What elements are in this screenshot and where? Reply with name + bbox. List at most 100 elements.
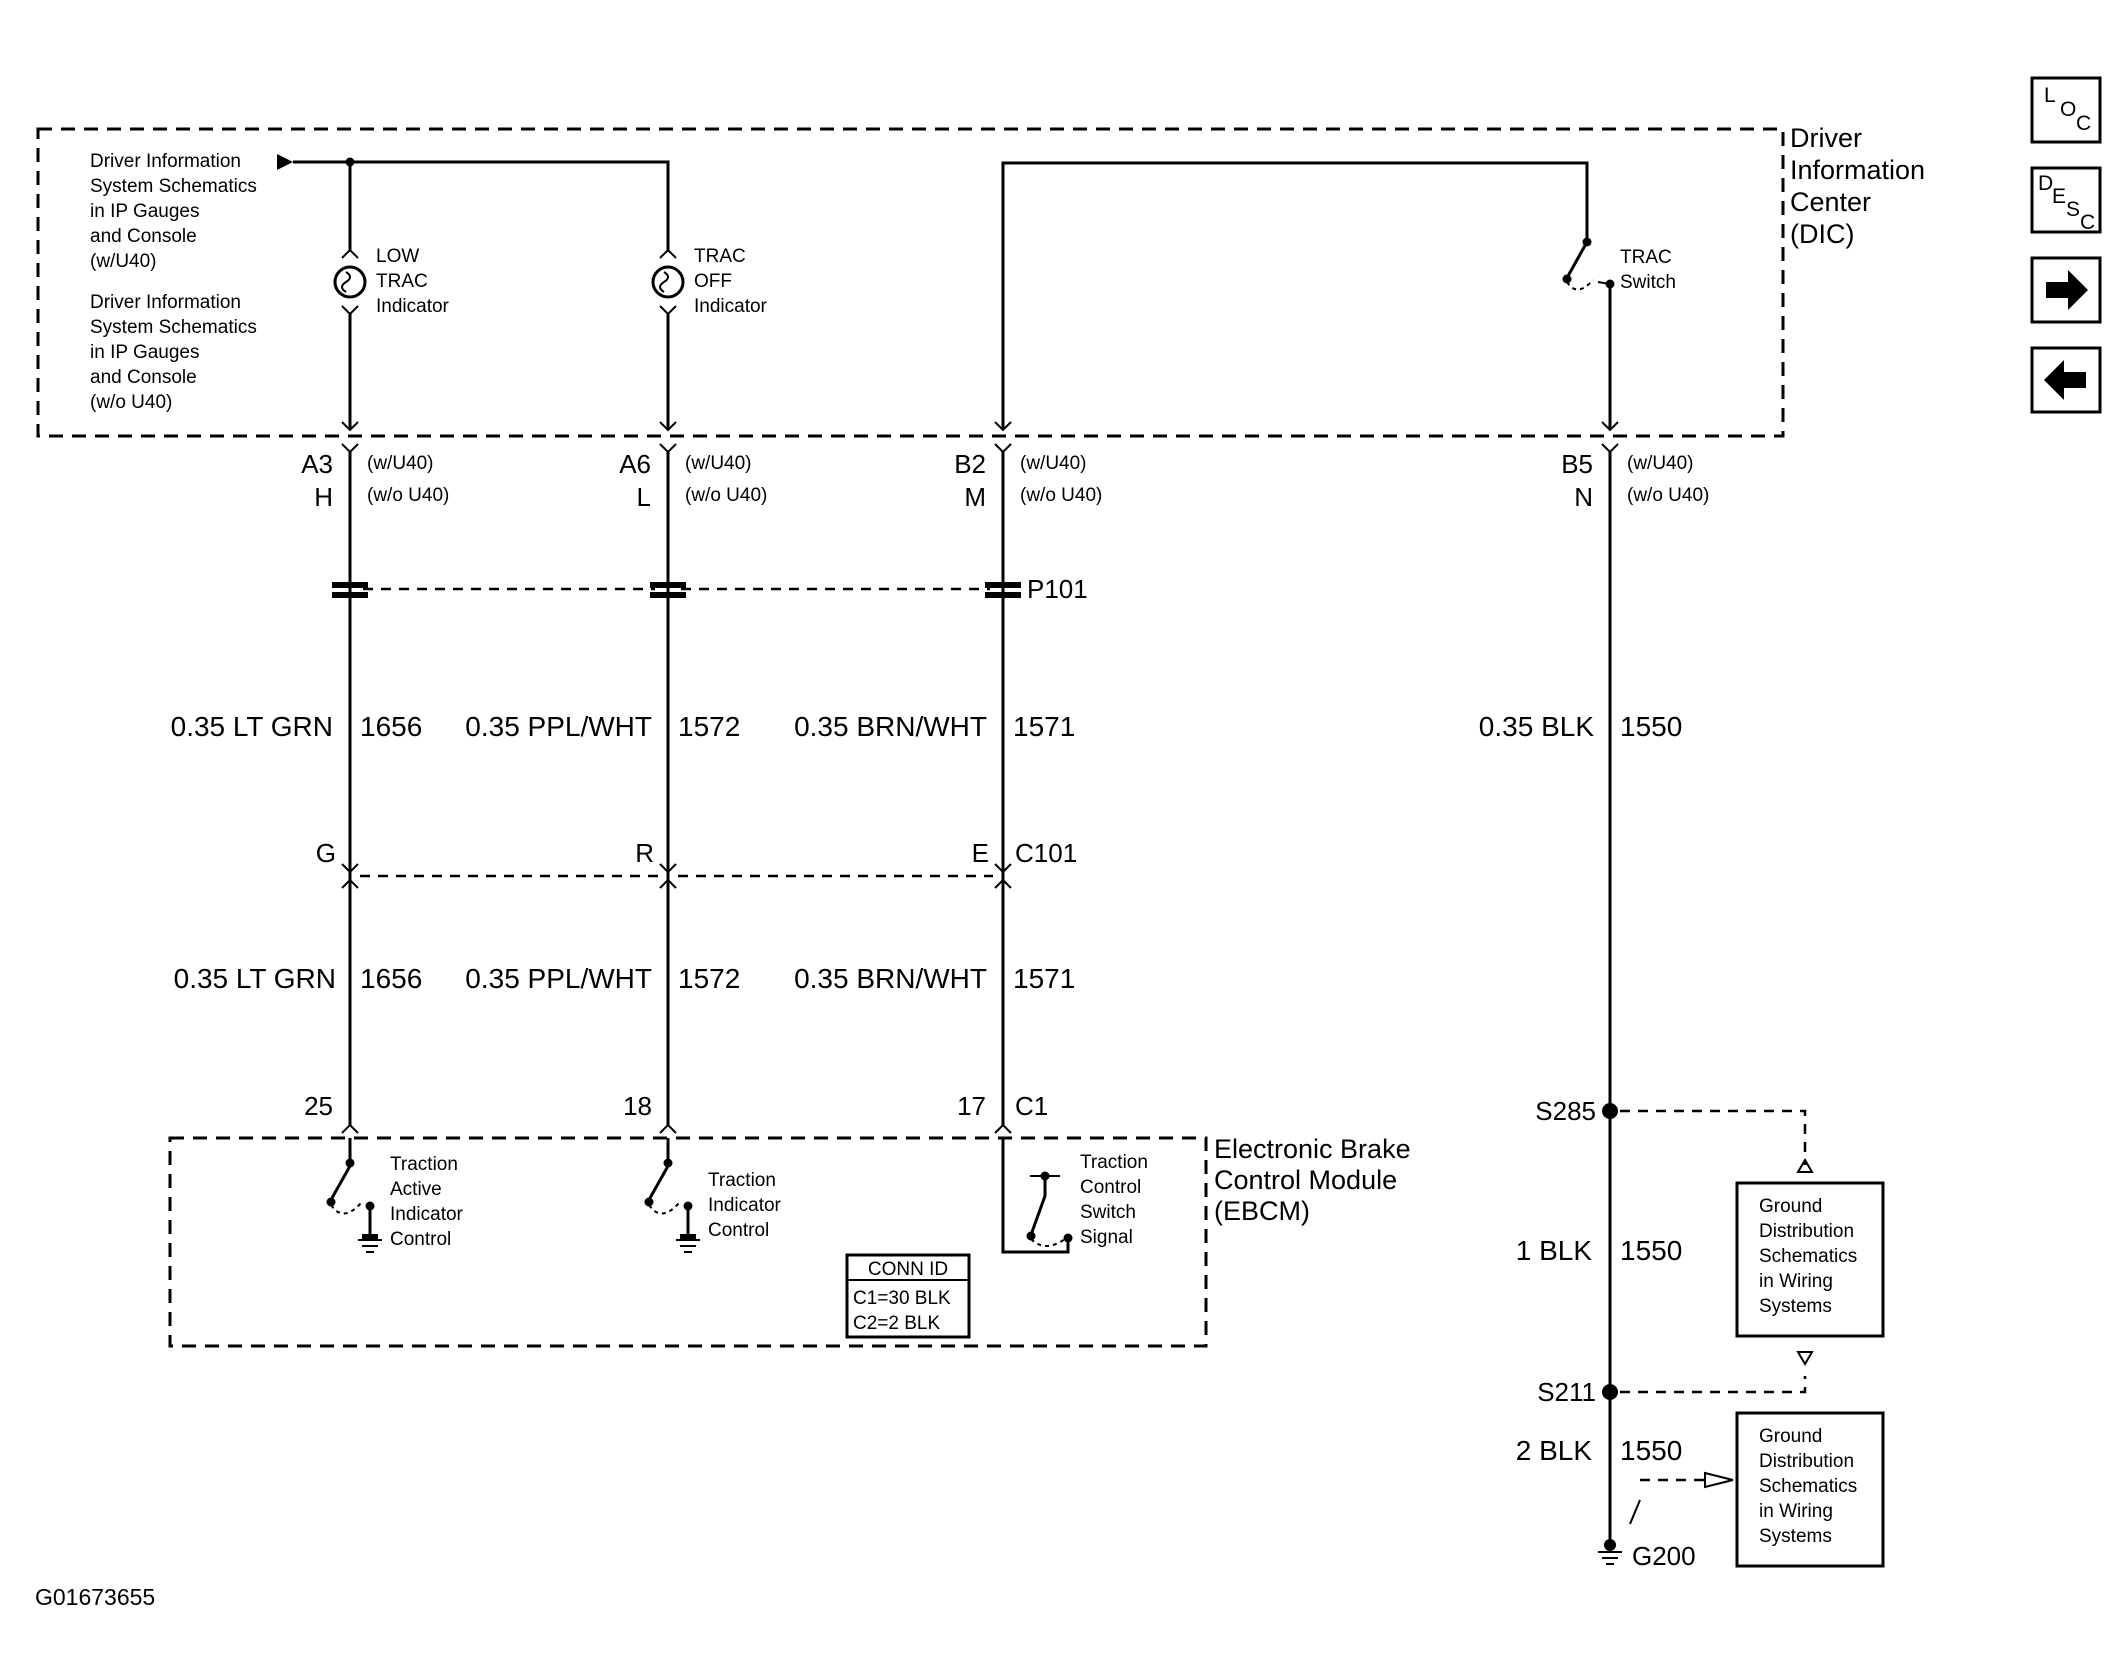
trac-switch: TRAC Switch [1001,161,1676,430]
tac-label-1: Traction [390,1154,458,1175]
low-trac-label-1: LOW [376,246,419,267]
lower-label-1571-circuit: 1571 [1013,963,1075,994]
conn-id-row-2: C2=2 BLK [853,1313,940,1334]
traction-active-indicator-control: Traction Active Indicator Control [326,1138,464,1253]
desc-letter-c: C [2080,211,2095,234]
pin-h-without-label: (w/o U40) [367,485,449,506]
wire-label-1550-color: 0.35 BLK [1479,711,1595,742]
p101-connector: P101 [332,574,1088,604]
dic-reference-with-u40: Driver Information System Schematics in … [90,151,257,272]
trac-off-label-2: OFF [694,271,732,292]
c101-pin-r: R [635,838,654,868]
ref-with-line-2: System Schematics [90,176,257,197]
tcs-label-4: Signal [1080,1227,1133,1248]
traction-indicator-control: Traction Indicator Control [644,1138,782,1253]
trac-switch-label-2: Switch [1620,272,1676,293]
tcs-label-2: Control [1080,1177,1141,1198]
desc-button[interactable]: D E S C [2030,166,2102,234]
c101-pin-g: G [316,838,336,868]
tic-label-1: Traction [708,1170,776,1191]
dic-title-line-1: Driver [1790,123,1862,153]
dic-title-line-2: Information [1790,155,1925,185]
next-page-button[interactable] [2030,256,2102,324]
pin-a6-with-label: (w/U40) [685,453,752,474]
pin-b5-with-label: (w/U40) [1627,453,1694,474]
indicator-bulb-icon [333,265,367,299]
ref-without-line-5: (w/o U40) [90,392,172,413]
gref-upper-4: in Wiring [1759,1271,1833,1292]
ref-with-line-3: in IP Gauges [90,201,200,222]
prev-page-button[interactable] [2030,346,2102,414]
tic-label-2: Indicator [708,1195,782,1216]
desc-letter-d: D [2038,172,2053,195]
wire-label-1572-color: 0.35 PPL/WHT [465,711,652,742]
wire-label-1656-circuit: 1656 [360,711,422,742]
conn-id-row-1: C1=30 BLK [853,1288,951,1309]
pin-h: H [314,482,333,512]
wire-1-blk-circuit: 1550 [1620,1235,1682,1266]
lower-label-1656-circuit: 1656 [360,963,422,994]
tcs-label-1: Traction [1080,1152,1148,1173]
pin-b2: B2 [954,449,986,479]
lower-wire-labels: 0.35 LT GRN 1656 0.35 PPL/WHT 1572 0.35 … [174,963,1076,994]
c101-pin-e: E [972,838,989,868]
figure-id: G01673655 [35,1584,155,1610]
ref-with-line-1: Driver Information [90,151,241,172]
pin-m-without-label: (w/o U40) [1020,485,1102,506]
circuit-wires [348,452,1612,1545]
lower-label-1572-color: 0.35 PPL/WHT [465,963,652,994]
g200-label: G200 [1632,1541,1696,1571]
gref-upper-3: Schematics [1759,1246,1857,1267]
c101-connector: G R E C101 [316,838,1077,889]
wire-label-1571-color: 0.35 BRN/WHT [794,711,987,742]
dic-reference-without-u40: Driver Information System Schematics in … [90,292,257,413]
low-trac-label-3: Indicator [376,296,450,317]
pin-n: N [1574,482,1593,512]
gref-upper-1: Ground [1759,1196,1822,1217]
pin-a3-with-label: (w/U40) [367,453,434,474]
desc-letter-s: S [2066,198,2080,221]
dic-title: Driver Information Center (DIC) [1790,123,1925,249]
trac-switch-label-1: TRAC [1620,247,1672,268]
ground-reference-box-upper: Ground Distribution Schematics in Wiring… [1735,1181,1885,1338]
ebcm-pin-25: 25 [304,1091,333,1121]
splice-s211 [1602,1384,1618,1400]
dic-title-line-4: (DIC) [1790,219,1854,249]
ref-without-line-4: and Console [90,367,197,388]
low-trac-indicator: LOW TRAC Indicator [333,246,450,430]
ebcm-title-line-3: (EBCM) [1214,1196,1310,1226]
trac-off-label-1: TRAC [694,246,746,267]
ebcm-title-line-1: Electronic Brake [1214,1134,1411,1164]
dic-title-line-3: Center [1790,187,1871,217]
pin-l-without-label: (w/o U40) [685,485,767,506]
arrow-right-icon [2046,270,2088,310]
gref-lower-1: Ground [1759,1426,1822,1447]
wire-2-blk-circuit: 1550 [1620,1435,1682,1466]
tac-label-2: Active [390,1179,442,1200]
tac-label-4: Control [390,1229,451,1250]
ground-circuit: S285 1 BLK 1550 S211 2 BLK 1550 G200 [1516,1096,1814,1571]
c101-label: C101 [1015,838,1077,868]
wire-label-1572-circuit: 1572 [678,711,740,742]
upper-wire-labels: 0.35 LT GRN 1656 0.35 PPL/WHT 1572 0.35 … [171,711,1683,742]
loc-button[interactable]: L O C [2030,76,2102,144]
ref-without-line-2: System Schematics [90,317,257,338]
conn-id-box: CONN ID C1=30 BLK C2=2 BLK [845,1253,971,1339]
wire-label-1571-circuit: 1571 [1013,711,1075,742]
indicator-bulb-icon [651,265,685,299]
gref-lower-4: in Wiring [1759,1501,1833,1522]
pin-a6: A6 [619,449,651,479]
tcs-label-3: Switch [1080,1202,1136,1223]
s285-label: S285 [1535,1096,1596,1126]
tic-label-3: Control [708,1220,769,1241]
traction-control-switch-signal: Traction Control Switch Signal [1001,1138,1148,1254]
pin-b5: B5 [1561,449,1593,479]
gref-upper-2: Distribution [1759,1221,1854,1242]
gref-upper-5: Systems [1759,1296,1832,1317]
gref-lower-2: Distribution [1759,1451,1854,1472]
ground-reference-box-lower: Ground Distribution Schematics in Wiring… [1735,1411,1885,1568]
pin-b2-with-label: (w/U40) [1020,453,1087,474]
ebcm-connector-label: C1 [1015,1091,1048,1121]
wire-1-blk-color: 1 BLK [1516,1235,1593,1266]
